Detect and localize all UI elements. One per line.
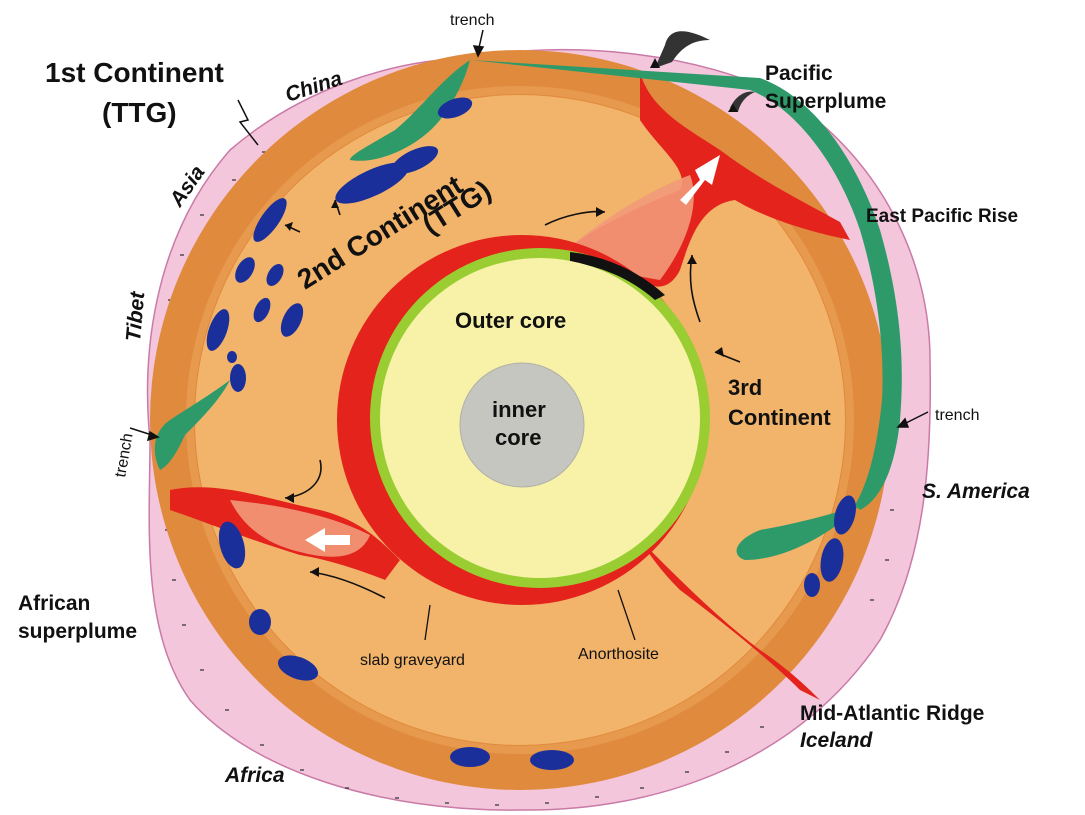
iceland-label: Iceland bbox=[800, 729, 874, 752]
superplume-label: Superplume bbox=[765, 90, 886, 113]
trench-top-label: trench bbox=[450, 12, 494, 29]
africa-label: Africa bbox=[224, 764, 285, 787]
tibet-label: Tibet bbox=[122, 290, 149, 343]
mid-atlantic-ridge-label: Mid-Atlantic Ridge bbox=[800, 702, 984, 725]
african-label: African bbox=[18, 592, 90, 615]
inner-core-label-line2: core bbox=[495, 425, 541, 450]
third-continent-label-line2: Continent bbox=[728, 405, 831, 430]
slab-graveyard-label: slab graveyard bbox=[360, 652, 465, 669]
african-superplume-label: superplume bbox=[18, 620, 137, 643]
first-continent-label: 1st Continent bbox=[45, 57, 224, 88]
third-continent-label-line1: 3rd bbox=[728, 375, 762, 400]
s-america-label: S. America bbox=[922, 480, 1030, 503]
trench-right-label: trench bbox=[935, 407, 979, 424]
inner-core-label-line1: inner bbox=[492, 397, 546, 422]
anorthosite-label: Anorthosite bbox=[578, 646, 659, 663]
trench-left-label: trench bbox=[112, 432, 136, 479]
east-pacific-rise-label: East Pacific Rise bbox=[866, 206, 1018, 227]
first-continent-ttg-label: (TTG) bbox=[102, 97, 177, 128]
pacific-label: Pacific bbox=[765, 62, 833, 85]
outer-core-label: Outer core bbox=[455, 308, 566, 333]
